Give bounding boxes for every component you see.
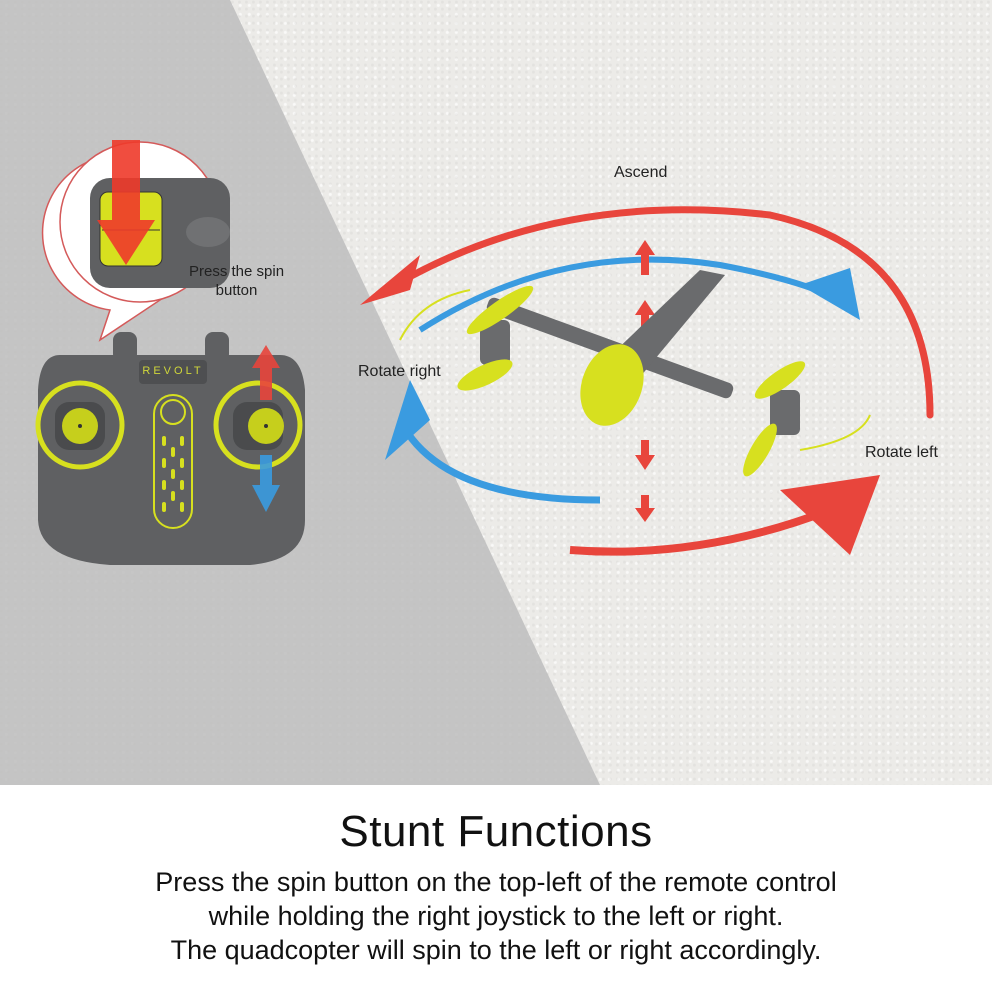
rotate-left-label: Rotate left (865, 444, 938, 461)
remote-control (35, 332, 305, 565)
caption-title: Stunt Functions (339, 807, 653, 856)
caption-line-1: Press the spin button on the top-left of… (155, 867, 837, 897)
illustration-scene: Press the spin button REVOLT (0, 0, 992, 785)
drone-rotation-diagram (360, 206, 934, 556)
spin-button-label-line2: button (215, 282, 258, 299)
spin-button-callout (41, 140, 230, 342)
caption-line-3: The quadcopter will spin to the left or … (170, 935, 822, 965)
spin-button-label: Press the spin button (189, 262, 284, 300)
remote-brand-label: REVOLT (142, 365, 204, 377)
spin-button-label-line1: Press the spin (189, 263, 285, 280)
drone-icon (399, 270, 871, 477)
caption-panel: Stunt Functions Press the spin button on… (0, 785, 992, 992)
caption-line-2: while holding the right joystick to the … (208, 901, 784, 931)
ascend-label: Ascend (614, 164, 668, 181)
rotate-right-label: Rotate right (358, 363, 441, 380)
